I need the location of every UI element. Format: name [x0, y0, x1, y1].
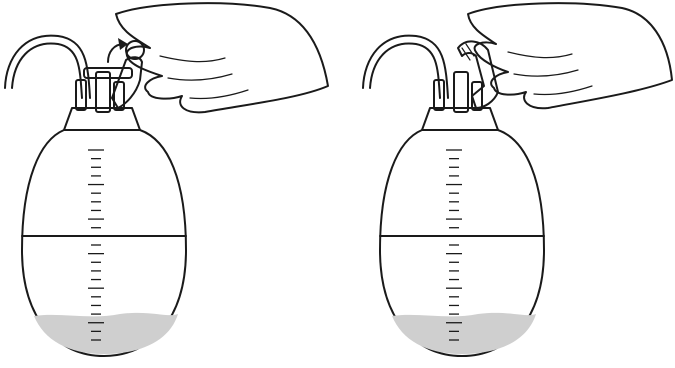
drainage-tube [12, 43, 82, 98]
glove-finger-crease [160, 56, 225, 62]
glove-finger-crease [508, 52, 572, 58]
gloved-hand [116, 3, 328, 112]
tube-clamp-open [458, 41, 498, 108]
glove-finger-crease [534, 86, 592, 95]
glove-finger-crease [514, 70, 578, 76]
drainage-tube [370, 43, 440, 98]
glove-finger-crease [168, 74, 232, 80]
panel-after [363, 3, 672, 356]
glove-shape [116, 3, 328, 112]
glove-finger-crease [190, 90, 248, 99]
graduation-scale [88, 150, 104, 340]
panel-before [5, 3, 328, 356]
bag-fluid [392, 313, 536, 354]
graduation-scale [446, 150, 462, 340]
bag-fluid [34, 313, 178, 354]
